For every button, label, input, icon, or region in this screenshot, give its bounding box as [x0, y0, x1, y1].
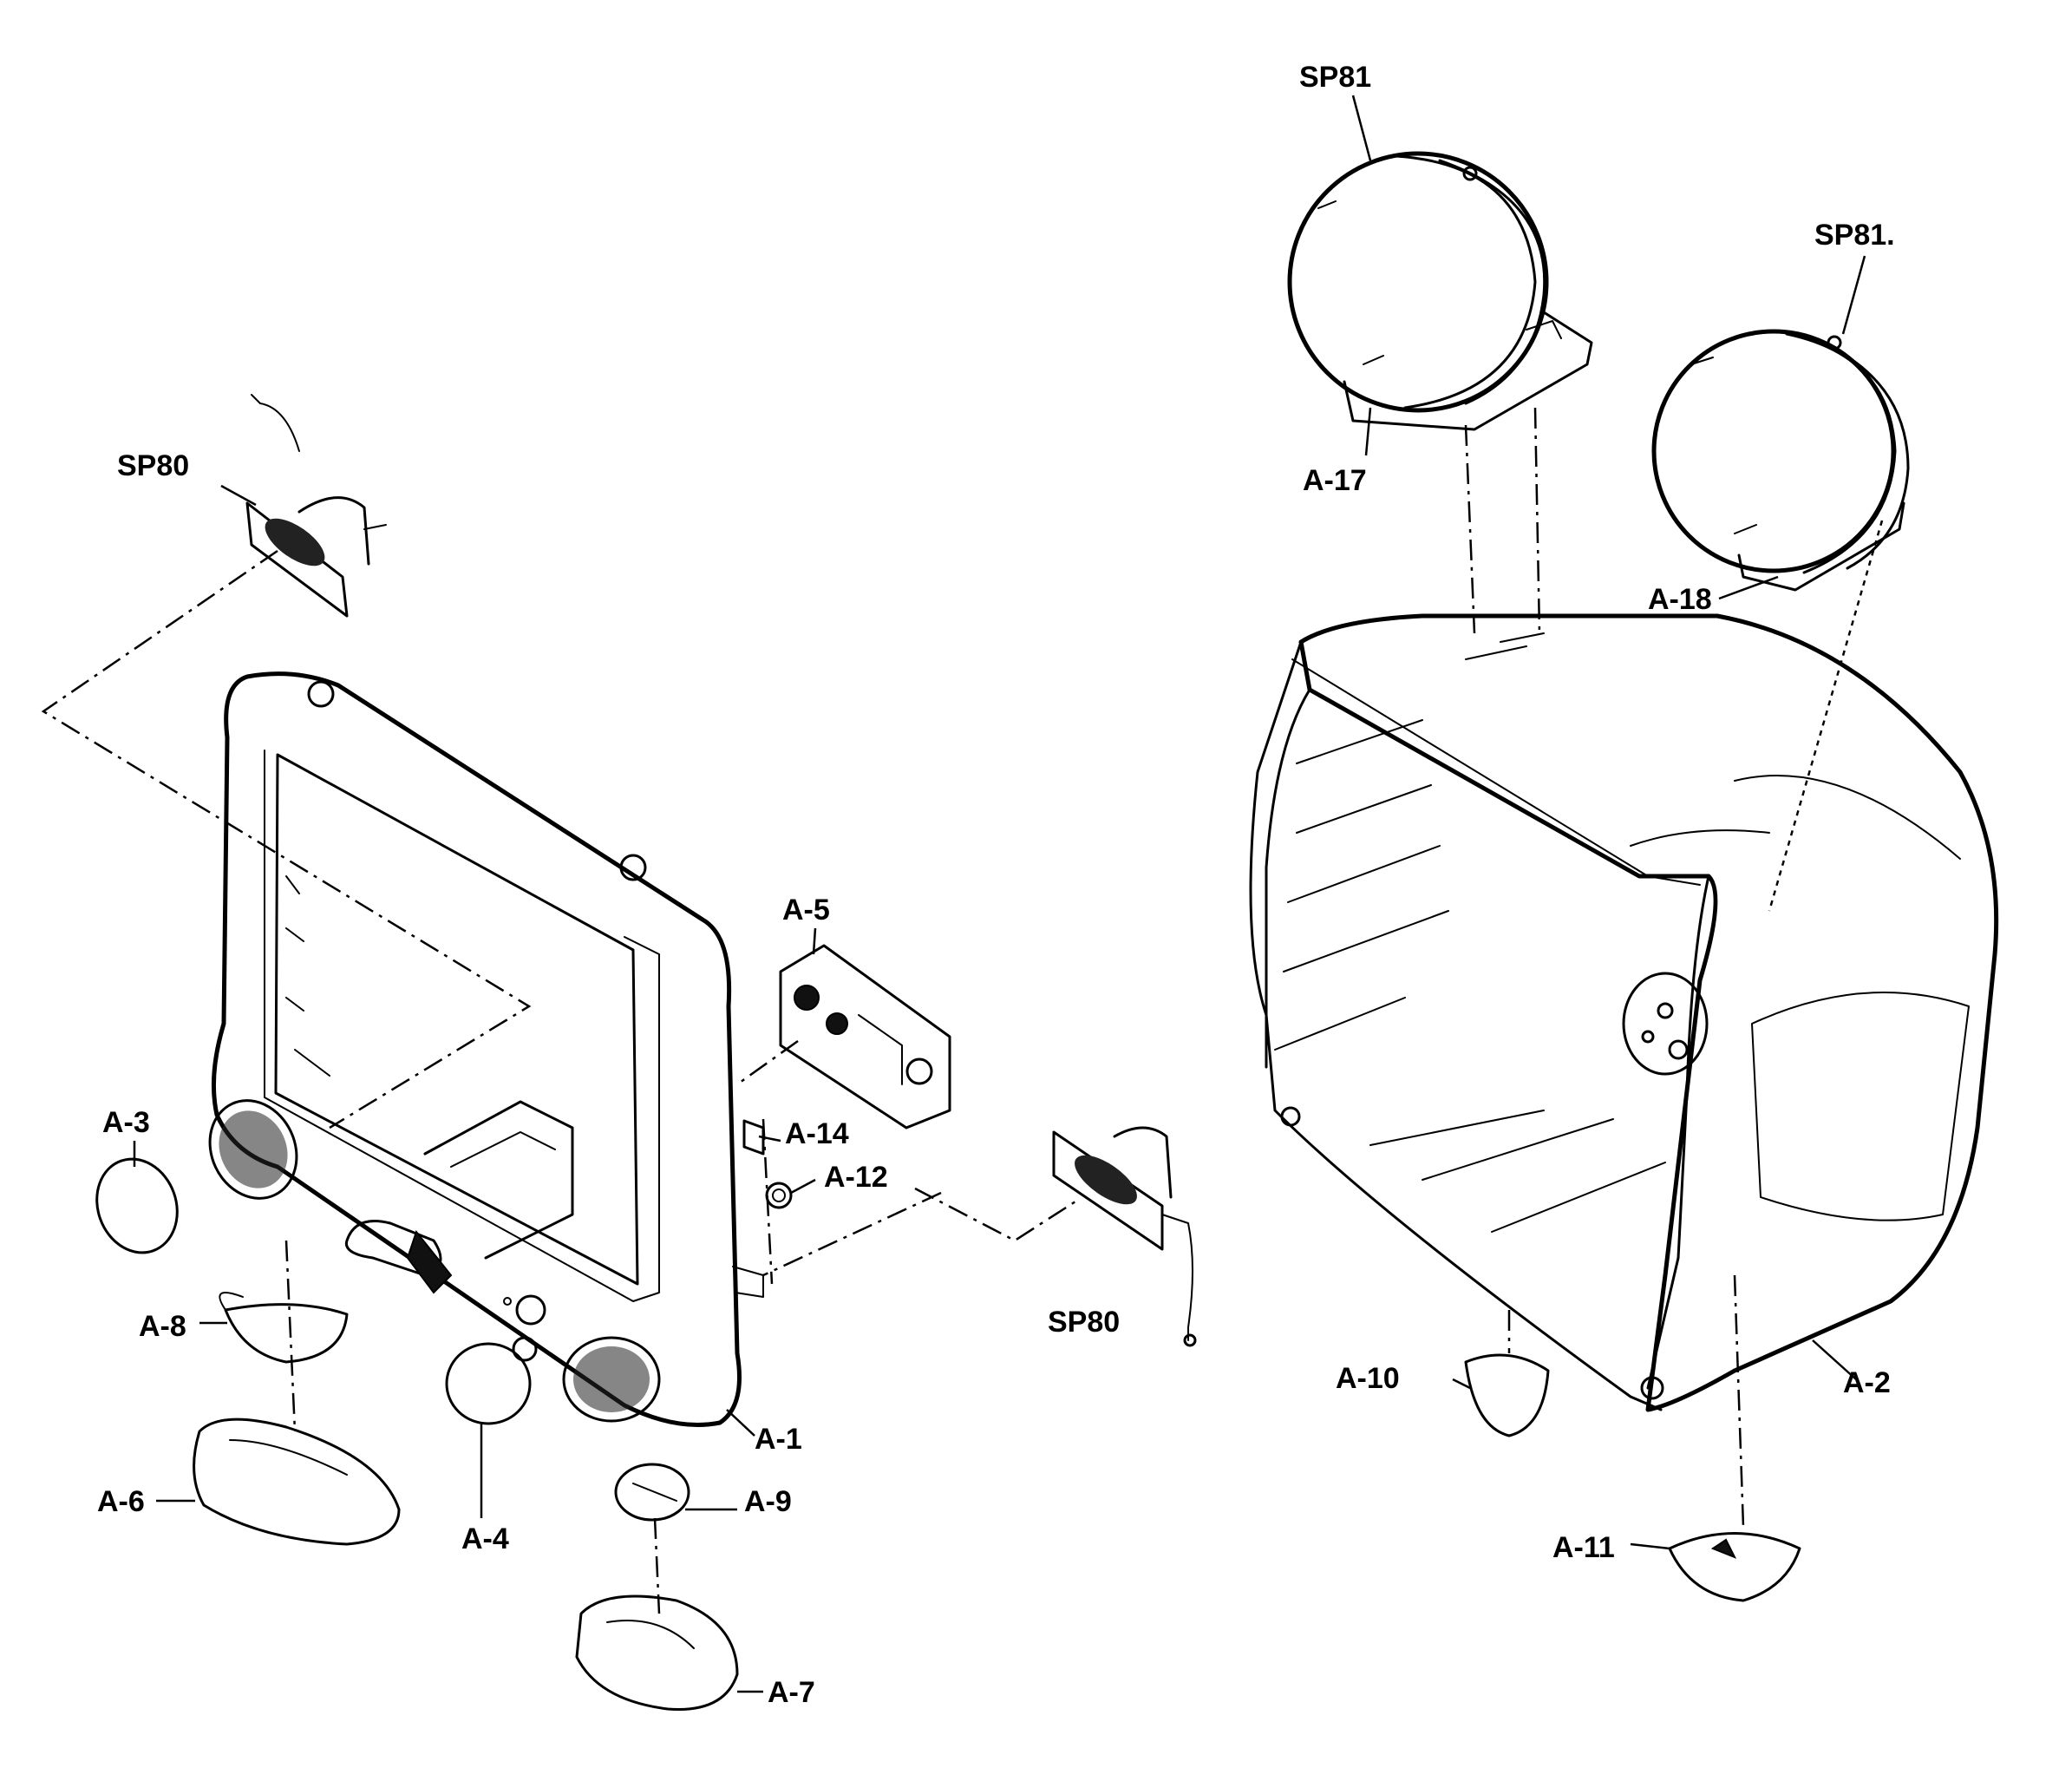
part-labels: SP81 SP81. A-17 A-18 SP80 A-5 A-3 A-14 A… — [97, 61, 1895, 1709]
label-a3: A-3 — [102, 1106, 150, 1139]
button-a12 — [765, 1182, 793, 1209]
label-sp81-top: SP81 — [1299, 61, 1371, 94]
label-sp80-top: SP80 — [117, 449, 189, 482]
front-bezel-a1 — [208, 671, 764, 1427]
speaker-sp81-top — [1287, 151, 1593, 431]
foot-a7 — [575, 1594, 739, 1711]
speaker-sp80-top — [245, 394, 387, 618]
clip-a14 — [742, 1119, 765, 1156]
rear-cabinet-a2 — [1249, 613, 1999, 1412]
label-a14: A-14 — [785, 1117, 849, 1150]
label-a18: A-18 — [1648, 583, 1712, 616]
label-a17: A-17 — [1303, 464, 1367, 497]
cap-a4 — [445, 1342, 532, 1425]
label-a4: A-4 — [461, 1522, 509, 1555]
assembly-lines — [41, 407, 1884, 1614]
label-a10: A-10 — [1336, 1362, 1400, 1395]
label-a12: A-12 — [824, 1161, 888, 1194]
cap-a3 — [95, 1157, 179, 1254]
speaker-sp80-right — [1052, 1126, 1197, 1347]
foot-a11 — [1668, 1532, 1801, 1602]
label-sp81-right: SP81. — [1814, 219, 1895, 252]
label-a7: A-7 — [768, 1676, 815, 1709]
label-a9: A-9 — [744, 1485, 792, 1518]
label-a1: A-1 — [755, 1423, 802, 1456]
circuit-board-a5 — [779, 944, 951, 1129]
foot-a8 — [219, 1292, 349, 1364]
label-a11: A-11 — [1552, 1531, 1615, 1564]
foot-a6 — [193, 1418, 401, 1546]
label-a6: A-6 — [97, 1485, 145, 1518]
label-a5: A-5 — [782, 894, 830, 927]
foot-a10 — [1464, 1353, 1550, 1437]
label-a2: A-2 — [1843, 1366, 1891, 1399]
label-a8: A-8 — [139, 1310, 186, 1343]
speaker-sp81-right — [1651, 329, 1910, 592]
label-sp80-right: SP80 — [1048, 1306, 1120, 1339]
foot-a9 — [614, 1463, 690, 1522]
leader-lines — [133, 95, 1866, 1693]
